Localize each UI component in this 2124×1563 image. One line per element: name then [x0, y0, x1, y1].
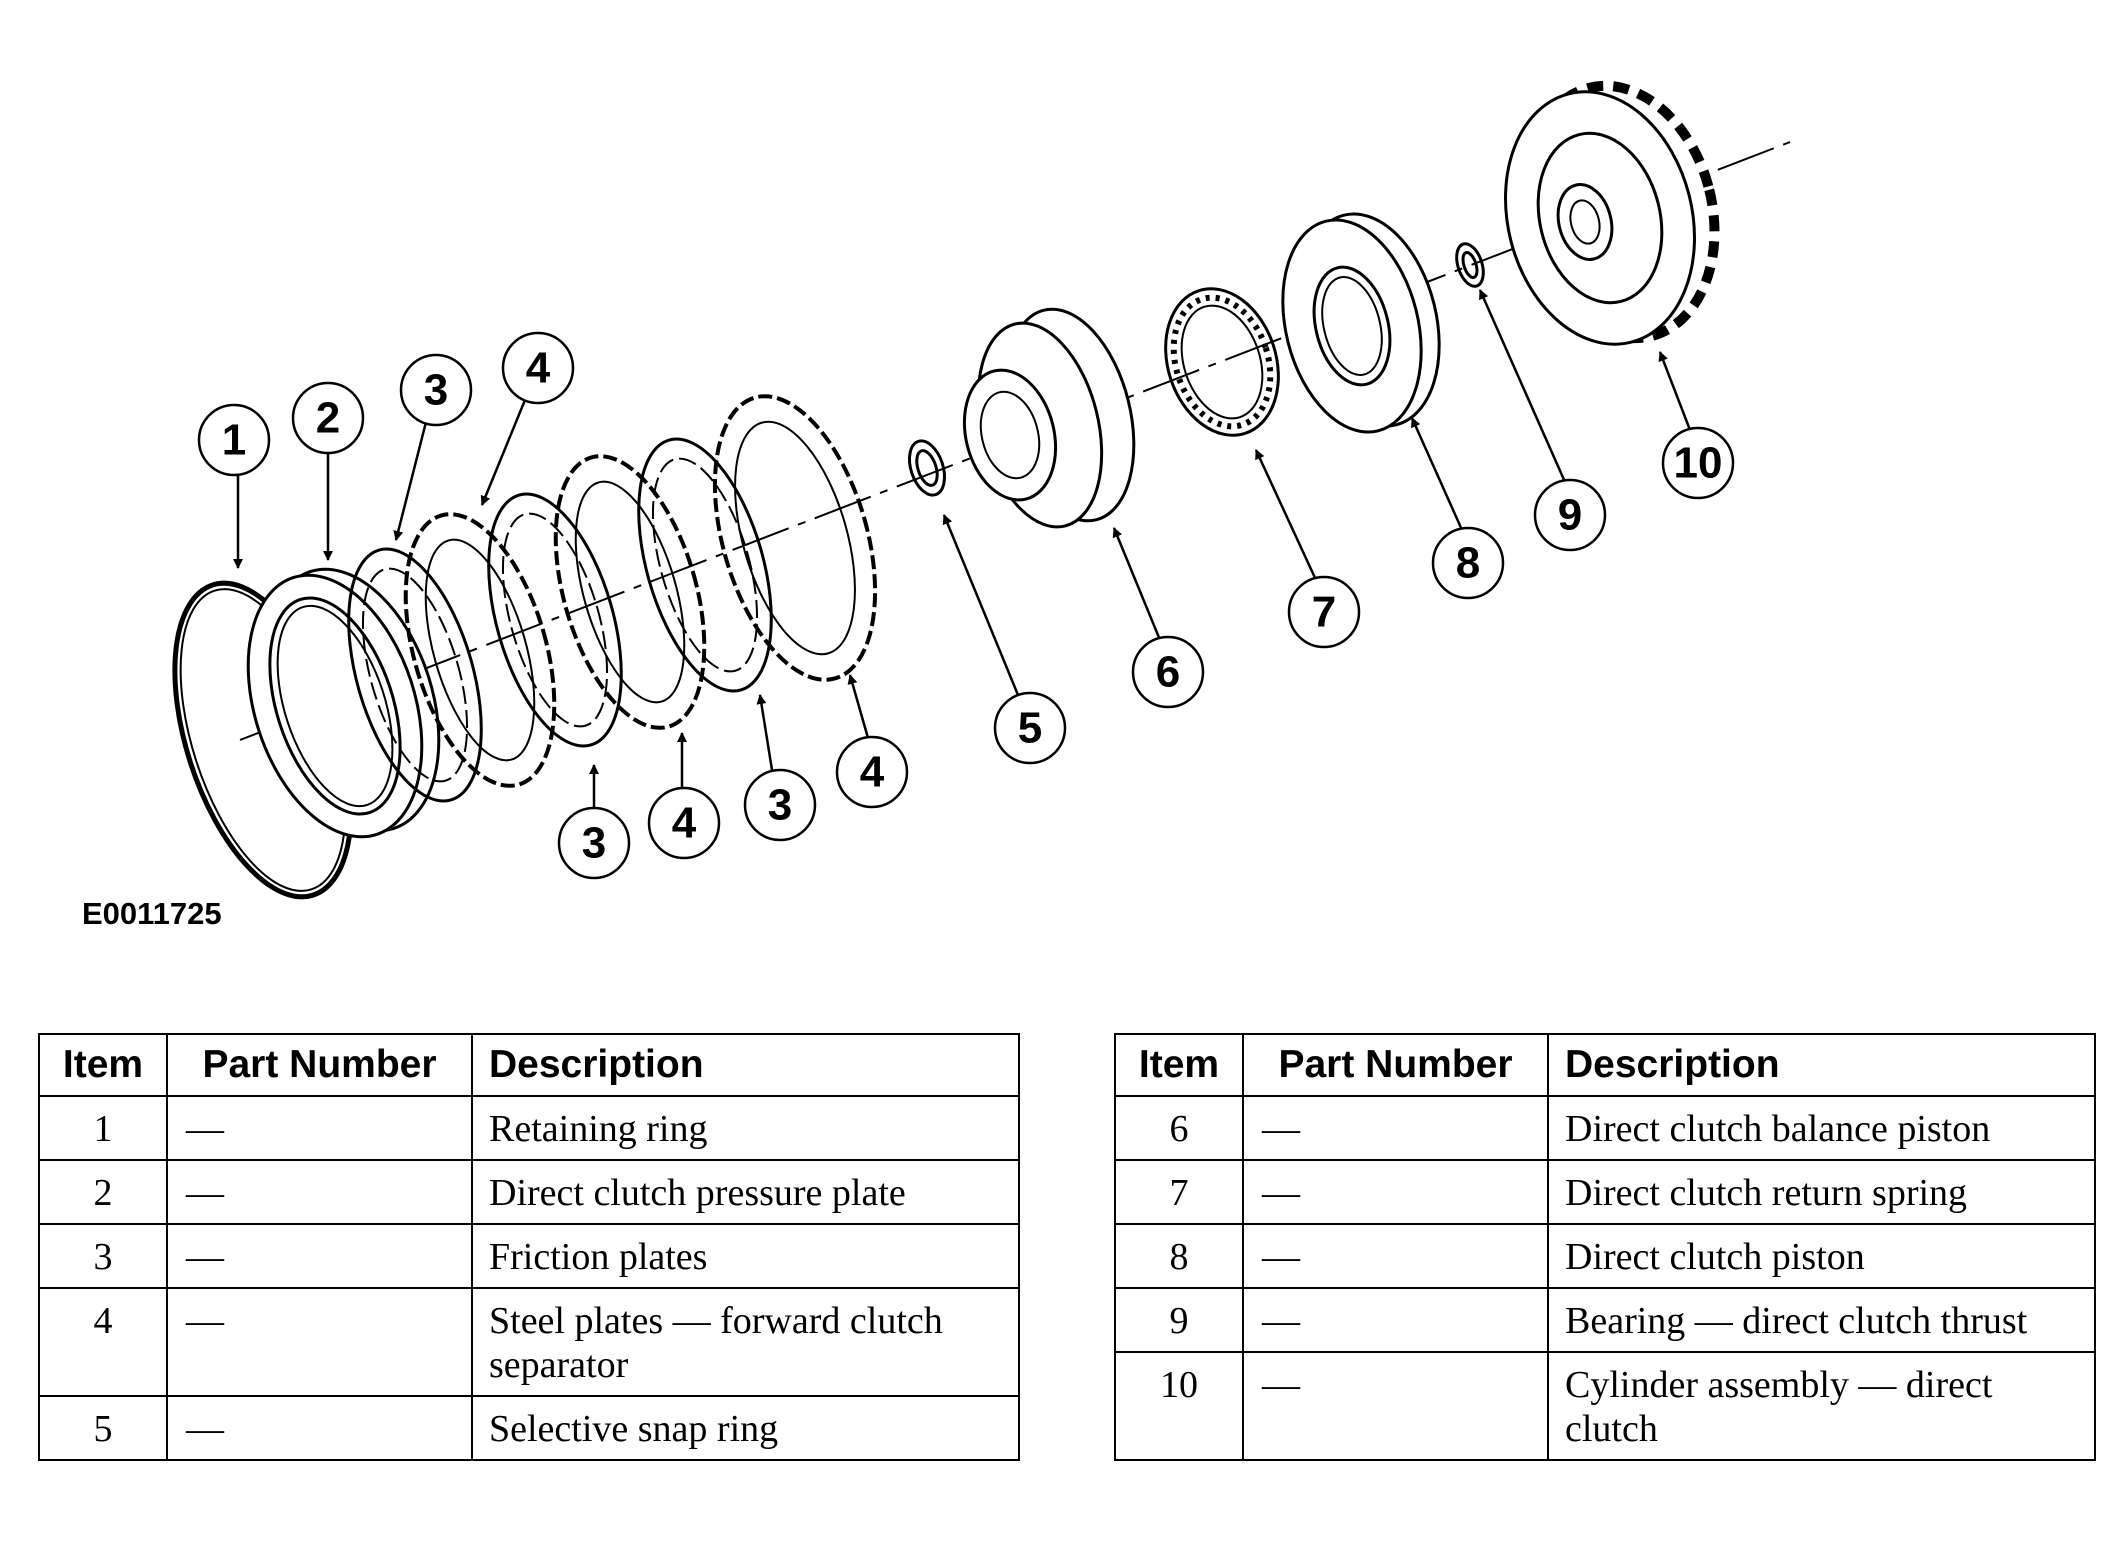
table-row: 2 — Direct clutch pressure plate	[38, 1159, 1020, 1225]
table-row: 10 — Cylinder assembly — direct clutch	[1114, 1351, 2096, 1461]
cell-description: Direct clutch return spring	[1547, 1159, 2096, 1225]
callout-label: 1	[222, 416, 246, 465]
callout-1: 1	[197, 403, 271, 569]
table-row: 4 — Steel plates — forward clutch separa…	[38, 1287, 1020, 1397]
callout-2: 2	[291, 381, 365, 561]
part-return-spring	[1164, 287, 1280, 437]
column-header-description: Description	[1547, 1033, 2096, 1097]
figure-id: E0011725	[82, 896, 222, 931]
cell-item: 1	[38, 1095, 168, 1161]
callout-7: 7	[1254, 449, 1361, 649]
callout-6: 6	[1112, 527, 1205, 709]
part-pressure-plate	[246, 567, 441, 839]
table-row: 9 — Bearing — direct clutch thrust	[1114, 1287, 2096, 1353]
callout-label: 8	[1456, 539, 1480, 588]
callout-3-bottom-a: 3	[557, 764, 631, 880]
column-header-part-number: Part Number	[166, 1033, 473, 1097]
table-row: 7 — Direct clutch return spring	[1114, 1159, 2096, 1225]
callout-10: 10	[1658, 351, 1735, 500]
callout-3-top: 3	[393, 353, 473, 541]
part-snap-ring	[907, 439, 947, 497]
cell-item: 2	[38, 1159, 168, 1225]
cell-item: 5	[38, 1395, 168, 1461]
cell-description: Selective snap ring	[471, 1395, 1020, 1461]
cell-item: 7	[1114, 1159, 1244, 1225]
table-row: 5 — Selective snap ring	[38, 1395, 1020, 1461]
cell-description: Steel plates — forward clutch separator	[471, 1287, 1020, 1397]
cell-part-number: —	[1242, 1223, 1549, 1289]
cell-item: 10	[1114, 1351, 1244, 1461]
cell-part-number: —	[1242, 1351, 1549, 1461]
friction-plate-c	[637, 437, 773, 693]
cell-part-number: —	[166, 1159, 473, 1225]
parts-table-right: Item Part Number Description 6 — Direct …	[1114, 1033, 2096, 1461]
cell-item: 6	[1114, 1095, 1244, 1161]
callout-4-bottom-a: 4	[647, 732, 721, 860]
cell-description: Friction plates	[471, 1223, 1020, 1289]
column-header-description: Description	[471, 1033, 1020, 1097]
plate-stack	[347, 394, 878, 803]
friction-plate-b	[487, 492, 623, 748]
cell-part-number: —	[1242, 1287, 1549, 1353]
callout-label: 4	[672, 799, 697, 848]
callout-label: 7	[1312, 588, 1336, 637]
cell-part-number: —	[166, 1287, 473, 1397]
callout-label: 4	[526, 344, 551, 393]
cell-description: Direct clutch balance piston	[1547, 1095, 2096, 1161]
parts-table-left: Item Part Number Description 1 — Retaini…	[38, 1033, 1020, 1461]
part-balance-piston	[962, 307, 1136, 529]
steel-plate-a	[403, 512, 557, 788]
column-header-item: Item	[38, 1033, 168, 1097]
callout-label: 9	[1558, 491, 1582, 540]
table-row: 1 — Retaining ring	[38, 1095, 1020, 1161]
cell-description: Direct clutch pressure plate	[471, 1159, 1020, 1225]
callout-label: 3	[424, 366, 448, 415]
cell-part-number: —	[166, 1223, 473, 1289]
part-cylinder-assembly	[1504, 80, 1720, 346]
callout-8: 8	[1410, 417, 1505, 600]
table-row: 8 — Direct clutch piston	[1114, 1223, 2096, 1289]
callout-3-bottom-b: 3	[743, 694, 817, 842]
steel-plate-b	[553, 454, 707, 730]
cell-item: 4	[38, 1287, 168, 1397]
cell-item: 9	[1114, 1287, 1244, 1353]
cell-description: Cylinder assembly — direct clutch	[1547, 1351, 2096, 1461]
part-thrust-bearing	[1455, 242, 1485, 288]
callouts: 1 2 3 4 3 4 3	[197, 289, 1735, 880]
steel-plate-c	[712, 394, 878, 682]
callout-label: 3	[582, 819, 606, 868]
callout-label: 3	[768, 781, 792, 830]
cell-part-number: —	[1242, 1095, 1549, 1161]
cell-item: 3	[38, 1223, 168, 1289]
cell-item: 8	[1114, 1223, 1244, 1289]
table-header-row: Item Part Number Description	[1114, 1033, 2096, 1097]
table-row: 6 — Direct clutch balance piston	[1114, 1095, 2096, 1161]
callout-label: 5	[1018, 704, 1042, 753]
callout-4-bottom-b: 4	[835, 674, 909, 809]
cell-description: Direct clutch piston	[1547, 1223, 2096, 1289]
callout-5: 5	[942, 514, 1067, 765]
cell-description: Retaining ring	[471, 1095, 1020, 1161]
callout-4-top: 4	[480, 331, 575, 506]
cell-part-number: —	[166, 1095, 473, 1161]
cell-part-number: —	[166, 1395, 473, 1461]
column-header-item: Item	[1114, 1033, 1244, 1097]
exploded-view-diagram: 1 2 3 4 3 4 3	[172, 80, 1791, 900]
callout-label: 4	[860, 748, 885, 797]
callout-label: 6	[1156, 648, 1180, 697]
cell-description: Bearing — direct clutch thrust	[1547, 1287, 2096, 1353]
cell-part-number: —	[1242, 1159, 1549, 1225]
friction-plate-a	[347, 547, 483, 803]
callout-label: 2	[316, 394, 340, 443]
table-row: 3 — Friction plates	[38, 1223, 1020, 1289]
part-piston	[1281, 212, 1441, 434]
callout-9: 9	[1478, 289, 1607, 552]
table-header-row: Item Part Number Description	[38, 1033, 1020, 1097]
callout-label: 10	[1674, 439, 1723, 488]
column-header-part-number: Part Number	[1242, 1033, 1549, 1097]
